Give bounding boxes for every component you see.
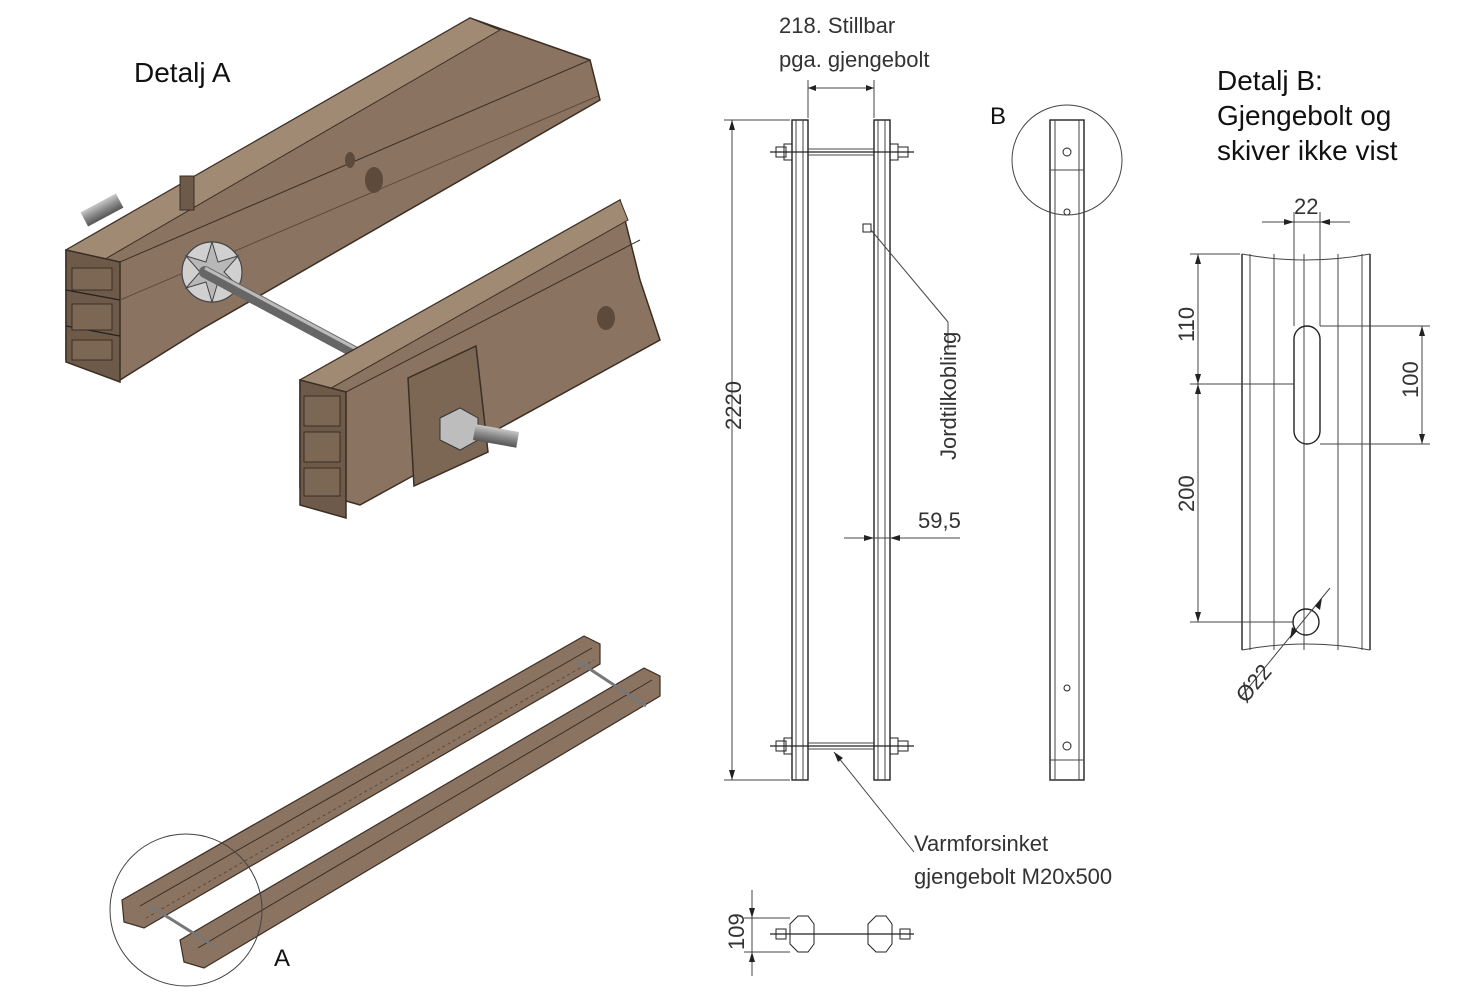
side-view: Jordtilkobling 218. Stillbar pga. gjenge…	[721, 13, 1112, 889]
detail-b-view: Detalj B: Gjengebolt og skiver ikke vist…	[1174, 65, 1430, 707]
dim-height: 2220	[721, 381, 746, 430]
dim-slot-length: 100	[1398, 361, 1423, 398]
detail-a-circle	[109, 833, 263, 987]
detail-a-marker: A	[274, 945, 290, 972]
dim-width-line1: 218. Stillbar	[779, 13, 895, 38]
detail-b-circle	[1011, 104, 1123, 216]
dim-hole-offset: 200	[1174, 475, 1199, 512]
single-rail	[1049, 119, 1085, 781]
dim-width-line2: pga. gjengebolt	[779, 47, 929, 72]
threaded-bolt	[199, 266, 366, 361]
detail-b-title-line2: Gjengebolt og	[1217, 100, 1391, 131]
left-rail	[791, 119, 809, 781]
front-profile	[299, 198, 661, 519]
bolt-label-line2: gjengebolt M20x500	[914, 864, 1112, 889]
iso-assembly-view: A	[109, 635, 661, 987]
iso-rail-back	[121, 635, 601, 929]
iso-bolt-upper	[575, 658, 647, 708]
dim-slot-width: 22	[1294, 194, 1318, 219]
earth-label: Jordtilkobling	[936, 332, 961, 460]
right-rail	[873, 119, 891, 781]
top-view: 109	[724, 890, 914, 976]
dim-hole-diameter: Ø22	[1231, 659, 1277, 707]
front-view: B	[990, 103, 1123, 781]
slot	[1293, 325, 1321, 445]
bolt-label-line1: Varmforsinket	[914, 831, 1048, 856]
detail-b-marker: B	[990, 103, 1006, 130]
detail-b-title-line3: skiver ikke vist	[1217, 135, 1398, 166]
detail-a-title: Detalj A	[134, 57, 231, 88]
earth-connection	[862, 223, 872, 233]
dim-depth: 109	[724, 913, 749, 950]
dim-offset: 59,5	[918, 508, 961, 533]
detail-a-view: Detalj A	[64, 17, 661, 519]
detail-b-title-line1: Detalj B:	[1217, 65, 1323, 96]
iso-rail-front	[179, 667, 661, 969]
dim-top-offset: 110	[1174, 307, 1199, 342]
iso-bolt-lower	[149, 904, 215, 948]
